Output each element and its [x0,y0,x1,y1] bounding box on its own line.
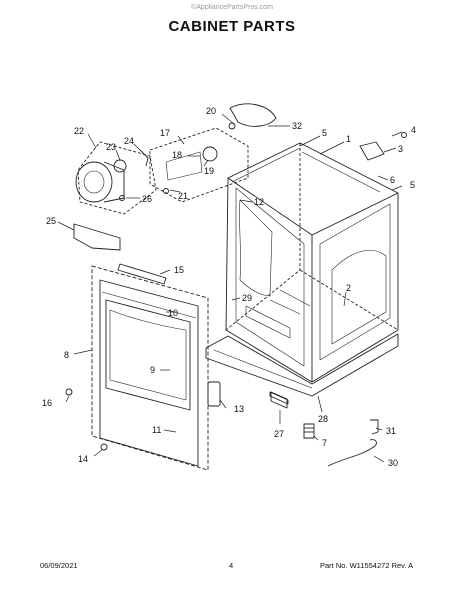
door-switch [207,381,221,407]
footer-page-number: 4 [229,561,234,570]
cabinet-assembly [225,142,399,383]
callout-10: 10 [168,308,178,318]
watermark-text: ©AppliancePartsPros.com [191,4,273,11]
panel-rail [117,263,167,285]
callout-29: 29 [242,293,252,303]
callout-14: 14 [78,454,88,464]
callout-27: 27 [274,429,284,439]
leveling-leg [303,423,315,439]
front-panel-outline [91,265,209,471]
callout-23: 23 [106,142,116,152]
callout-5-right: 5 [410,180,415,190]
callout-8: 8 [64,350,69,360]
clip [139,149,149,167]
callout-12: 12 [254,197,264,207]
callout-5-top: 5 [322,128,327,138]
callout-7: 7 [322,438,327,448]
idler-bracket [165,151,203,181]
base-rail [205,333,399,397]
idler-group-outline [149,127,249,203]
callout-13: 13 [234,404,244,414]
callout-6: 6 [390,175,395,185]
callout-19: 19 [204,166,214,176]
callout-32: 32 [292,121,302,131]
motor-group-outline [77,141,157,215]
motor-bracket [73,223,121,251]
callout-18: 18 [172,150,182,160]
callout-1: 1 [346,134,351,144]
callout-25: 25 [46,216,56,226]
drive-belt [229,103,277,127]
callout-30: 30 [388,458,398,468]
callout-17: 17 [160,128,170,138]
callout-24: 24 [124,136,134,146]
page-title: CABINET PARTS [168,18,296,35]
front-panel [99,279,199,467]
belt-pulley [228,122,236,130]
callout-11: 11 [152,425,161,435]
screw-26 [119,195,125,201]
callout-22: 22 [74,126,84,136]
top-bracket [359,141,385,161]
callout-4: 4 [411,125,416,135]
toe-panel [269,391,289,405]
callout-31: 31 [386,426,396,436]
drive-motor [75,161,125,203]
screw-4 [401,132,407,138]
callout-3: 3 [398,144,403,154]
footer-part-number: Part No. W11554272 Rev. A [320,561,414,570]
callout-9: 9 [150,365,155,375]
leader-lines [57,113,403,463]
footer-date: 06/09/2021 [40,561,78,570]
cord-clip [370,419,379,435]
idler-pulley [202,146,218,162]
callout-21: 21 [178,191,188,201]
callout-2: 2 [346,283,351,293]
screw-16 [65,388,73,396]
callout-15: 15 [174,265,184,275]
screw-14 [100,443,108,451]
blower-fan [113,159,127,173]
callout-28: 28 [318,414,328,424]
callout-20: 20 [206,106,216,116]
callout-16: 16 [42,398,52,408]
power-cord [327,439,377,467]
callout-26: 26 [142,194,152,204]
